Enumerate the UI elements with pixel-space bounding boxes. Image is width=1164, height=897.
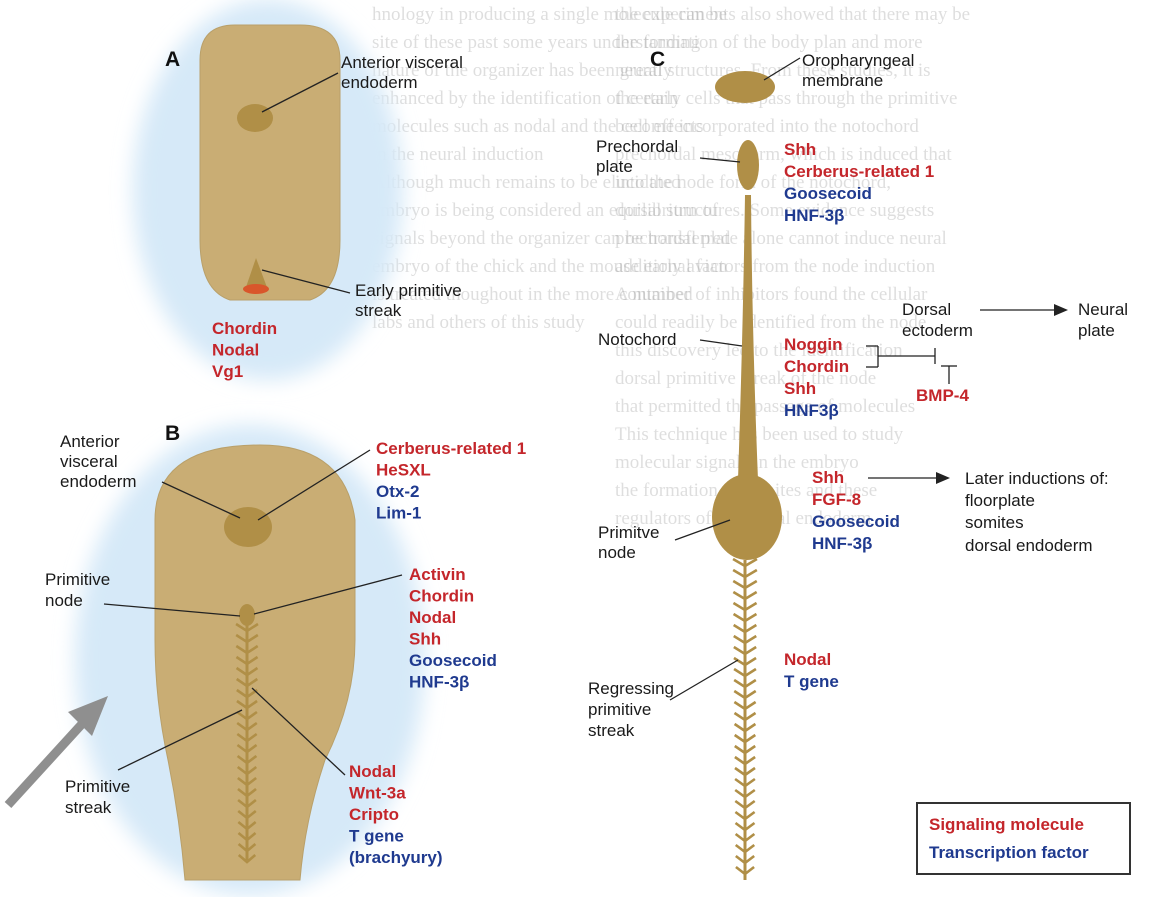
gene-label: FGF-8 <box>812 490 861 509</box>
label-np-line1: Neural <box>1078 300 1128 319</box>
label-node-c-line1: Primitve <box>598 523 659 542</box>
gene-label: Nodal <box>409 608 456 627</box>
label-later-line4: dorsal endoderm <box>965 536 1093 555</box>
gene-label: Cerberus-related 1 <box>376 439 526 458</box>
label-later-line1: Later inductions of: <box>965 469 1109 488</box>
gene-label: Lim-1 <box>376 504 421 523</box>
label-rps-line3: streak <box>588 721 635 740</box>
label-streak-b-line1: Primitive <box>65 777 130 796</box>
gene-label: HeSXL <box>376 461 431 480</box>
gene-label: Chordin <box>409 587 474 606</box>
label-notochord: Notochord <box>598 330 676 349</box>
embryo-a-body <box>200 25 340 300</box>
leader-orm <box>764 58 800 80</box>
label-ave-a-line2: endoderm <box>341 73 418 92</box>
arrow-ectoderm-neural-head <box>1054 304 1068 316</box>
label-ave-a-line1: Anterior visceral <box>341 53 463 72</box>
panel-c-letter: C <box>650 48 665 71</box>
label-ave-b-line2: visceral <box>60 452 118 471</box>
label-de-line1: Dorsal <box>902 300 951 319</box>
gene-label: Nodal <box>784 650 831 669</box>
gene-label: Cripto <box>349 805 399 824</box>
gene-label: Noggin <box>784 335 843 354</box>
label-eps-line2: streak <box>355 301 402 320</box>
gene-label: Goosecoid <box>409 651 497 670</box>
gene-label: HNF-3β <box>812 534 872 553</box>
label-node-b-line2: node <box>45 591 83 610</box>
leader-notochord <box>700 340 742 346</box>
gene-label: Shh <box>812 468 844 487</box>
regressing-primitive-streak <box>733 559 757 880</box>
gene-label: Activin <box>409 565 466 584</box>
gene-label: Chordin <box>212 319 277 338</box>
gene-label: Chordin <box>784 357 849 376</box>
legend-box <box>917 803 1130 874</box>
notochord <box>738 195 758 480</box>
label-ave-b-line1: Anterior <box>60 432 120 451</box>
gene-label: Shh <box>784 140 816 159</box>
gene-label: Cerberus-related 1 <box>784 162 934 181</box>
gene-label: HNF-3β <box>784 206 844 225</box>
panel-b-letter: B <box>165 422 180 445</box>
oropharyngeal-membrane <box>715 71 775 103</box>
legend-transcription: Transcription factor <box>929 843 1089 862</box>
label-orm-line2: membrane <box>802 71 883 90</box>
gene-label: Nodal <box>349 762 396 781</box>
panel-c-streak-gene-list: Nodal T gene <box>784 650 839 691</box>
label-node-c-line2: node <box>598 543 636 562</box>
gene-label: Wnt-3a <box>349 784 406 803</box>
label-streak-b-line2: streak <box>65 798 112 817</box>
panel-a-letter: A <box>165 48 180 71</box>
label-rps-line2: primitive <box>588 700 651 719</box>
gene-label: Shh <box>784 379 816 398</box>
legend-signaling: Signaling molecule <box>929 815 1084 834</box>
label-de-line2: ectoderm <box>902 321 973 340</box>
gene-label: Nodal <box>212 341 259 360</box>
anterior-visceral-endoderm-a <box>237 104 273 132</box>
label-later-line3: somites <box>965 513 1024 532</box>
gene-label: T gene <box>784 672 839 691</box>
gene-label: Goosecoid <box>812 512 900 531</box>
leader-rps <box>670 660 738 700</box>
gene-label: Otx-2 <box>376 482 419 501</box>
label-pcp-line1: Prechordal <box>596 137 678 156</box>
label-pcp-line2: plate <box>596 157 633 176</box>
label-ave-b-line3: endoderm <box>60 472 137 491</box>
label-eps-line1: Early primitive <box>355 281 462 300</box>
gene-label: Goosecoid <box>784 184 872 203</box>
primitive-node-c <box>712 474 782 560</box>
label-node-b-line1: Primitive <box>45 570 110 589</box>
primitive-node-b <box>239 604 255 626</box>
gene-label: (brachyury) <box>349 848 443 867</box>
gene-label: Vg1 <box>212 362 243 381</box>
gene-label: HNF3β <box>784 401 839 420</box>
panel-c-prechordal-gene-list: ShhCerberus-related 1 GoosecoidHNF-3β <box>784 140 934 225</box>
gene-label: T gene <box>349 827 404 846</box>
label-rps-line1: Regressing <box>588 679 674 698</box>
leader-pcp <box>700 158 740 162</box>
label-np-line2: plate <box>1078 321 1115 340</box>
gene-label: HNF-3β <box>409 673 469 692</box>
gene-label: Shh <box>409 630 441 649</box>
label-orm-line1: Oropharyngeal <box>802 51 914 70</box>
anterior-visceral-endoderm-b <box>224 507 272 547</box>
prechordal-plate <box>737 140 759 190</box>
early-streak-tip <box>243 284 269 294</box>
label-later-line2: floorplate <box>965 491 1035 510</box>
label-bmp4: BMP-4 <box>916 386 969 405</box>
arrow-shh-later-head <box>936 472 950 484</box>
panel-b-ave-gene-list: Cerberus-related 1 HeSXL Otx-2Lim-1 <box>376 439 526 523</box>
legend: Signaling molecule Transcription factor <box>917 803 1130 874</box>
